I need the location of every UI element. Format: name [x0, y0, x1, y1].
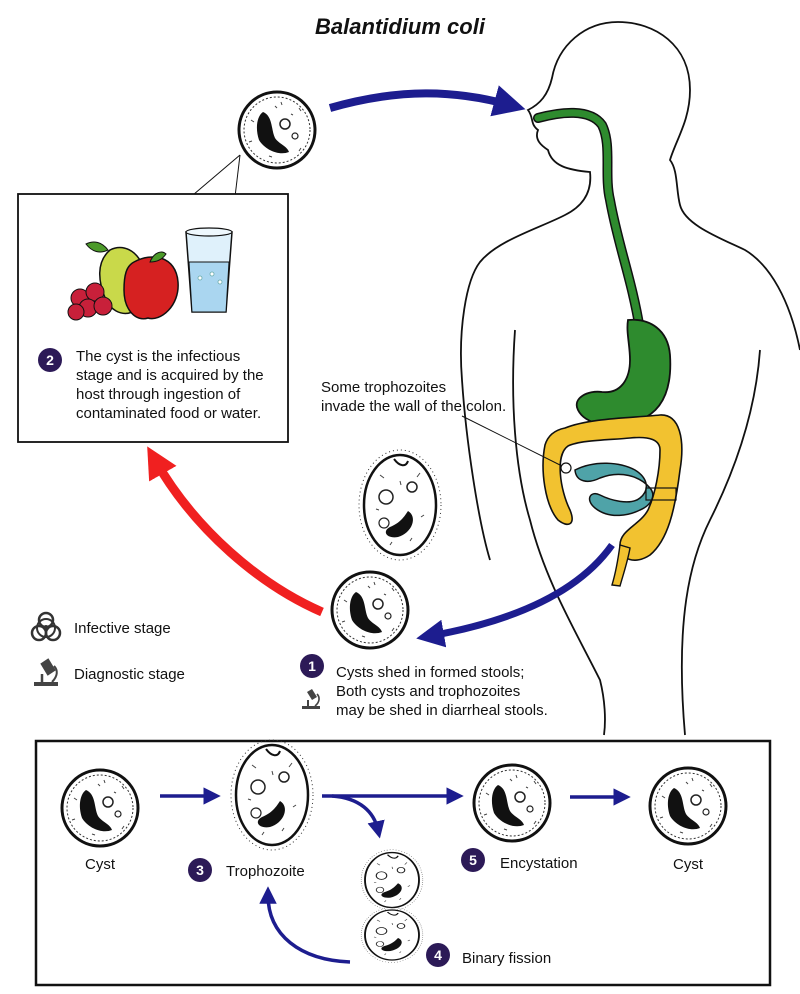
- human-torso-left: [512, 329, 606, 736]
- legend-infective-label: Infective stage: [74, 620, 171, 637]
- diagram-title: Balantidium coli: [315, 14, 485, 39]
- shedding-arrow: [416, 542, 615, 648]
- ingested-cyst: [237, 90, 317, 170]
- ingestion-arrow: [328, 85, 526, 117]
- step1-line: Cysts shed in formed stools;: [336, 664, 525, 681]
- cyst-right-label: Cyst: [673, 856, 703, 873]
- large-intestine: [542, 414, 683, 561]
- colon-note-pointer: [461, 415, 563, 467]
- stomach: [575, 318, 672, 426]
- step1-description: Cysts shed in formed stools; Both cysts …: [336, 663, 596, 720]
- contaminated-food-icon: [67, 241, 179, 321]
- step1-badge: 1: [300, 654, 324, 678]
- trophozoite-label: Trophozoite: [226, 863, 305, 880]
- reinfection-arrow: [147, 446, 324, 617]
- step1-line: Both cysts and trophozoites: [336, 683, 521, 700]
- binary-fission-label: Binary fission: [462, 950, 552, 967]
- colon-trophozoite: [357, 448, 443, 562]
- colon-note-line: invade the wall of the colon.: [321, 398, 507, 415]
- human-body-outline: [460, 21, 800, 561]
- legend-diagnostic-label: Diagnostic stage: [74, 666, 185, 683]
- encystation-label: Encystation: [500, 855, 578, 872]
- cyst-left-label: Cyst: [85, 856, 115, 873]
- lifecycle-cyst-left: [60, 768, 140, 848]
- colon-note: Some trophozoites invade the wall of the…: [321, 378, 551, 416]
- colon-note-line: Some trophozoites: [321, 379, 447, 396]
- small-intestine: [574, 462, 654, 517]
- step2-description: The cyst is the infectious stage and is …: [76, 347, 286, 423]
- microscope-icon: [34, 658, 58, 686]
- colon-wall-marker: [645, 487, 677, 501]
- microscope-icon-step1: [302, 689, 320, 709]
- step2-line: contaminated food or water.: [76, 405, 262, 422]
- step1-line: may be shed in diarrheal stools.: [336, 702, 548, 719]
- rectum: [611, 544, 631, 587]
- lifecycle-encysting: [472, 763, 552, 843]
- esophagus-fill: [534, 109, 644, 334]
- step2-line: stage and is acquired by the: [76, 367, 264, 384]
- step4-badge: 4: [426, 943, 450, 967]
- lifecycle-cyst-right: [648, 766, 728, 846]
- step2-line: host through ingestion of: [76, 386, 241, 403]
- arrow-fission-to-trophozoite: [259, 886, 351, 964]
- step2-badge: 2: [38, 348, 62, 372]
- water-glass-icon: [185, 227, 233, 313]
- shed-cyst: [330, 570, 410, 650]
- step5-badge: 5: [461, 848, 485, 872]
- step2-line: The cyst is the infectious: [76, 348, 241, 365]
- human-torso-right: [680, 349, 761, 736]
- trophozoite-invasion-marker: [560, 462, 572, 474]
- arrow-to-binary-fission: [331, 794, 385, 839]
- biohazard-icon: [30, 611, 62, 642]
- step3-badge: 3: [188, 858, 212, 882]
